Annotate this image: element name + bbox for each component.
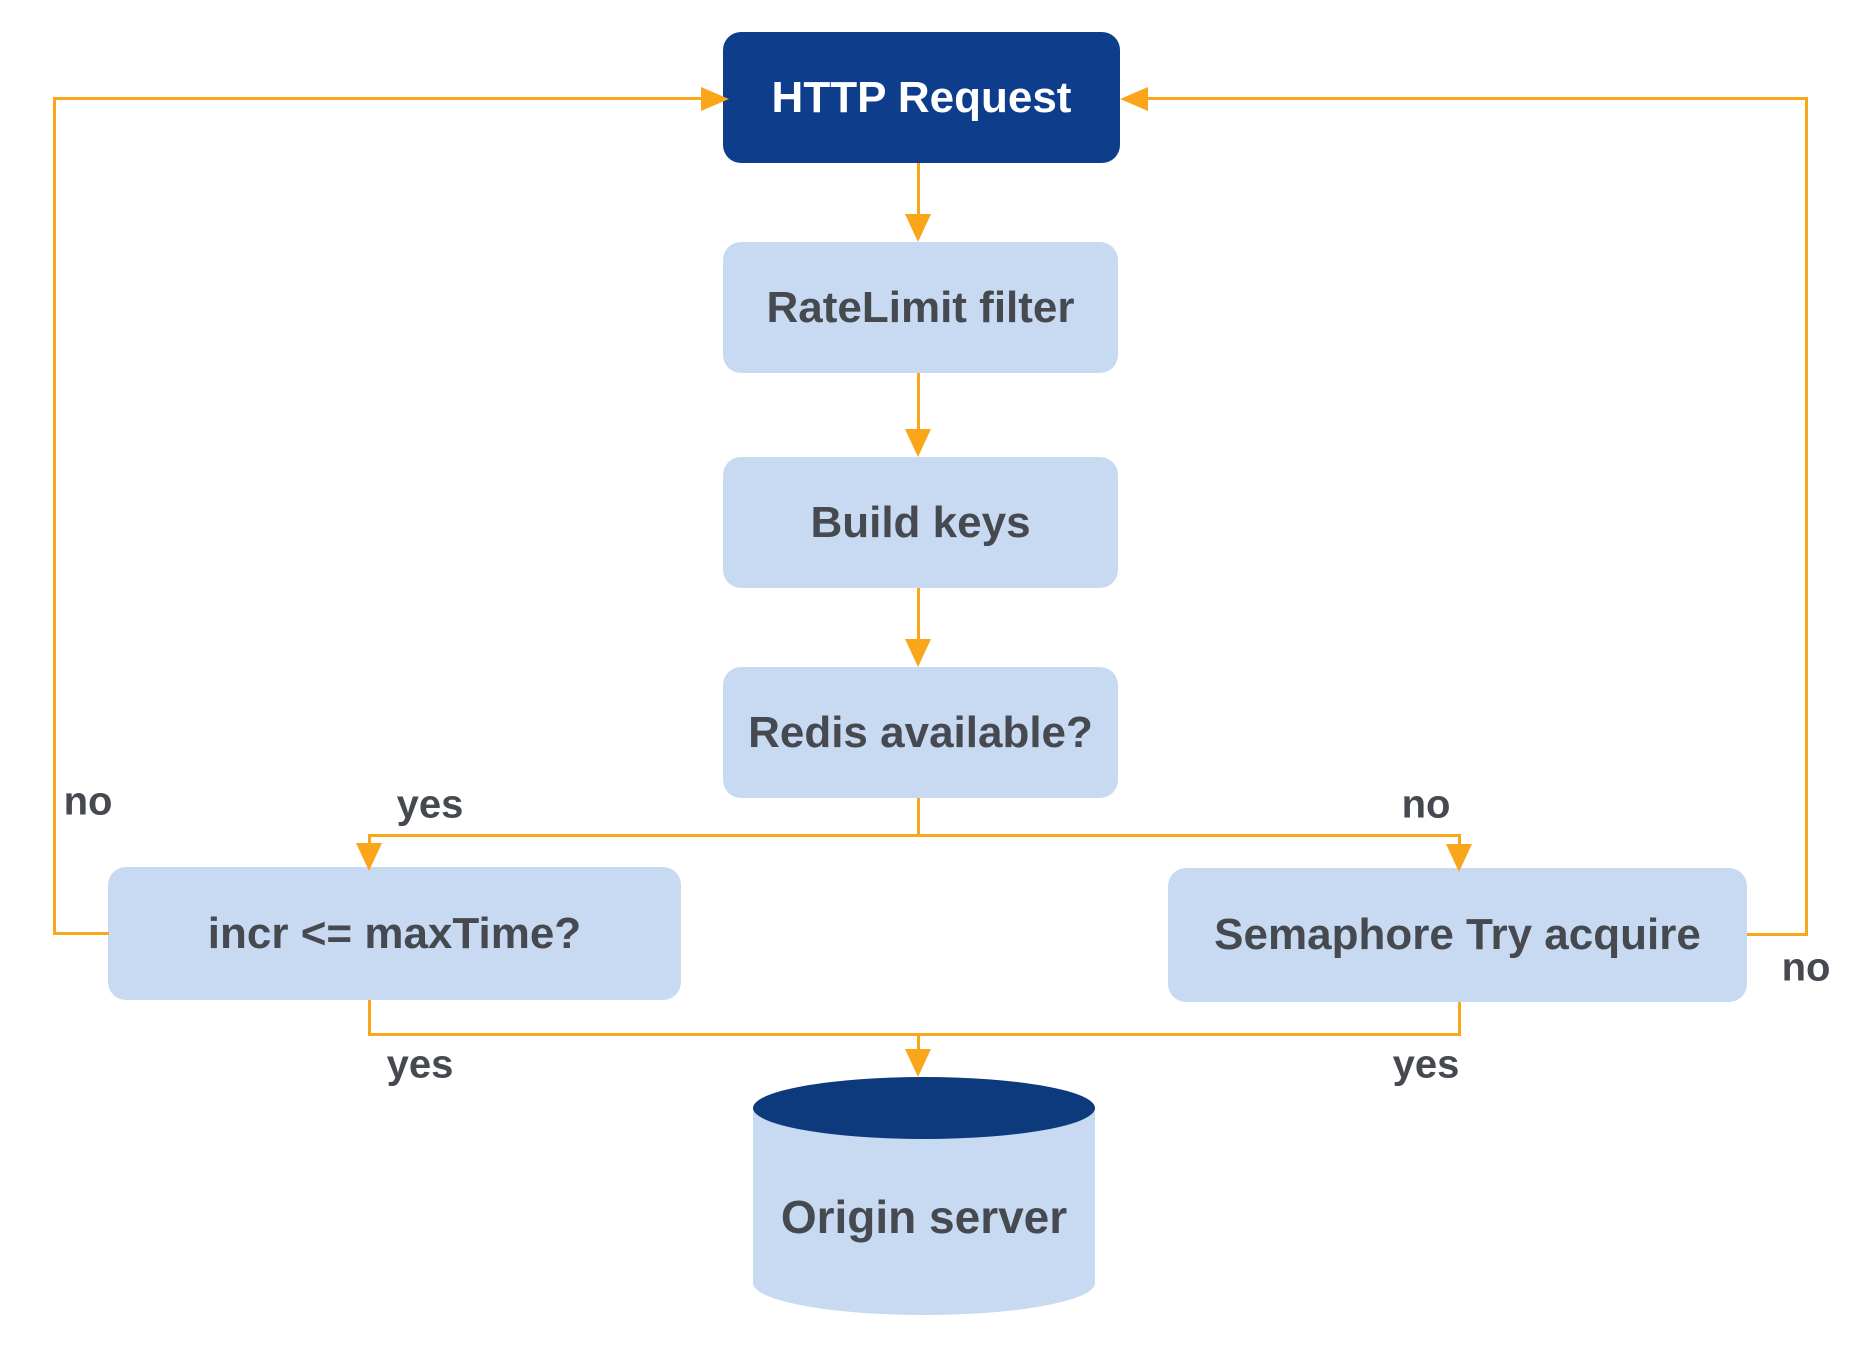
edge-ratelimit-build-arrowhead [905,429,931,457]
edge-incr-http-bottom-line [53,932,109,935]
edge-origin-arrowhead [905,1049,931,1077]
node-build-keys: Build keys [723,457,1118,588]
node-http-request: HTTP Request [723,32,1120,163]
node-build-keys-label: Build keys [810,497,1031,547]
node-incr-maxtime: incr <= maxTime? [108,867,681,1000]
node-origin-server-label: Origin server [753,1139,1095,1295]
node-origin-server: Origin server [753,1077,1095,1315]
edge-build-redis-line [917,588,920,642]
edge-redis-semaphore-arrowhead [1446,844,1472,872]
edge-semaphore-http-vertical-line [1805,97,1808,936]
node-incr-maxtime-label: incr <= maxTime? [207,908,582,958]
edge-redis-branch-stub [917,798,920,837]
edge-label-semaphore-no: no [1781,945,1831,990]
edge-incr-http-vertical-line [53,97,56,935]
node-redis-available-label: Redis available? [748,707,1093,757]
edge-label-incr-yes: yes [386,1042,454,1087]
edge-redis-incr-line [368,834,371,848]
edge-label-redis-yes: yes [396,782,464,827]
origin-server-text: Origin server [780,1191,1068,1243]
edge-http-ratelimit-arrowhead [905,214,931,242]
edge-origin-junction-line [368,1033,1461,1036]
edge-http-ratelimit-line [917,163,920,218]
cylinder-body [753,1108,1095,1315]
edge-label-semaphore-yes: yes [1392,1042,1460,1087]
edge-semaphore-http-top-line [1148,97,1808,100]
node-ratelimit-filter: RateLimit filter [723,242,1118,373]
node-ratelimit-filter-label: RateLimit filter [766,282,1075,332]
node-http-request-label: HTTP Request [771,72,1072,122]
node-semaphore-try-acquire: Semaphore Try acquire [1168,868,1747,1002]
edge-semaphore-origin-line [1458,1002,1461,1036]
edge-redis-branch-line [368,834,1461,837]
edge-semaphore-http-bottom-line [1747,933,1808,936]
edge-junction-origin-stub [917,1033,920,1053]
edge-build-redis-arrowhead [905,639,931,667]
edge-redis-semaphore-line [1458,834,1461,848]
edge-ratelimit-build-line [917,373,920,431]
edge-incr-origin-line [368,1000,371,1036]
node-semaphore-try-acquire-label: Semaphore Try acquire [1214,910,1701,959]
edge-label-redis-no: no [1401,782,1451,827]
cylinder-top-ellipse [753,1077,1095,1139]
edge-incr-http-top-line [53,97,703,100]
edge-redis-incr-arrowhead [356,843,382,871]
edge-label-incr-no: no [63,779,113,824]
node-redis-available: Redis available? [723,667,1118,798]
edge-incr-http-arrowhead [701,87,729,111]
edge-semaphore-http-arrowhead [1120,87,1148,111]
